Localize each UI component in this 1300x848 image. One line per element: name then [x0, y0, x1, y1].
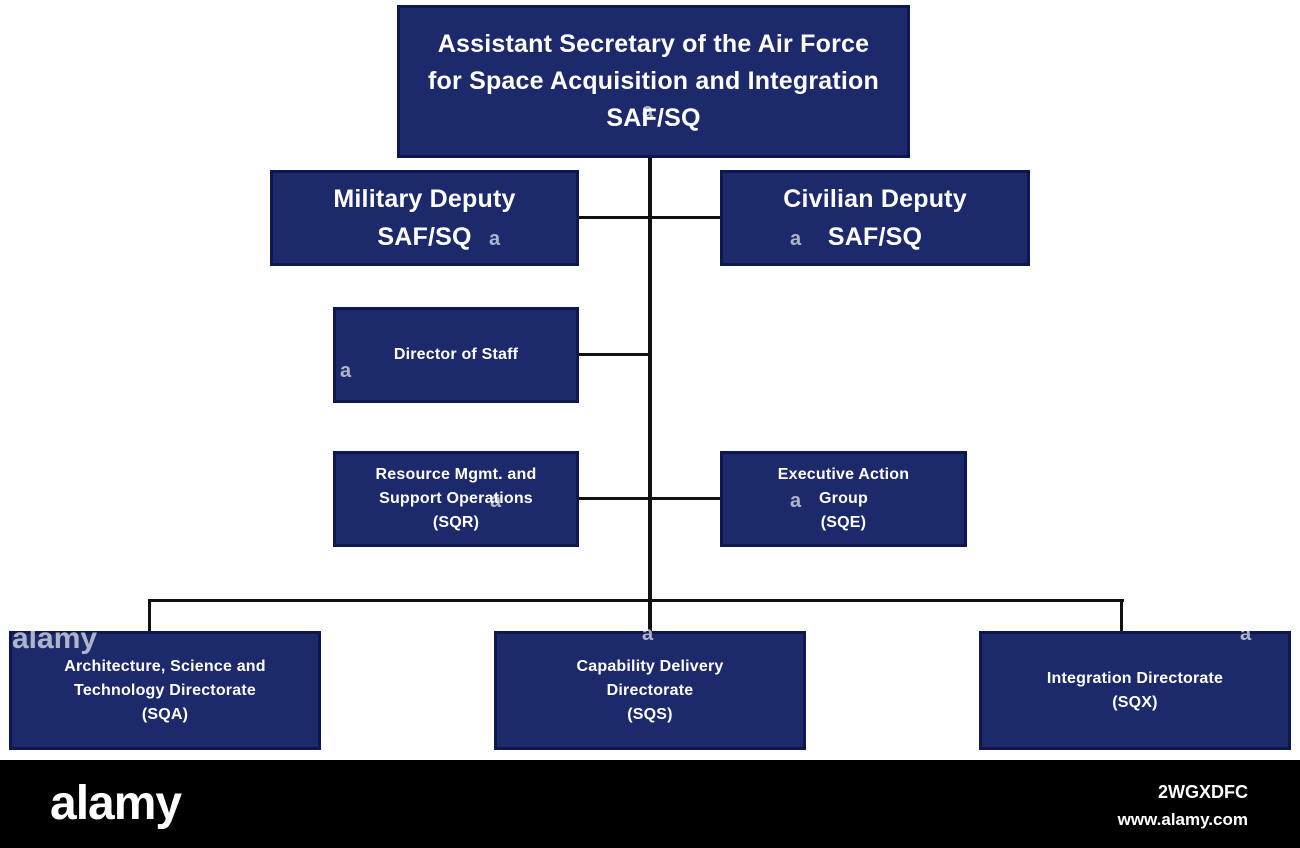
watermark-glyph: a: [642, 100, 654, 122]
connector-main-vertical: [648, 155, 652, 635]
executive-action-line1: Executive Action: [777, 466, 910, 483]
box-architecture-directorate: Architecture, Science and Technology Dir…: [9, 631, 321, 750]
connector-directorates-horizontal: [148, 599, 1124, 602]
executive-action-code: (SQE): [820, 514, 867, 531]
resource-mgmt-code: (SQR): [432, 514, 480, 531]
watermark-glyph: a: [642, 623, 654, 645]
box-executive-action-group: Executive Action Group (SQE): [720, 451, 967, 547]
box-director-of-staff: Director of Staff: [333, 307, 579, 403]
box-integration-directorate: Integration Directorate (SQX): [979, 631, 1291, 750]
image-id: 2WGXDFC: [1158, 782, 1248, 802]
integration-code: (SQX): [1112, 693, 1158, 711]
footer-url: www.alamy.com: [1117, 810, 1248, 829]
org-chart: Assistant Secretary of the Air Force for…: [9, 5, 1291, 750]
military-deputy-title: Military Deputy: [333, 185, 516, 213]
box-assistant-secretary: Assistant Secretary of the Air Force for…: [397, 5, 910, 158]
civilian-deputy-title: Civilian Deputy: [783, 185, 967, 213]
stock-footer: alamy 2WGXDFC www.alamy.com: [0, 760, 1300, 848]
box-capability-delivery-directorate: Capability Delivery Directorate (SQS): [494, 631, 806, 750]
connector-integration-drop: [1120, 599, 1123, 633]
watermark-glyph: a: [489, 228, 501, 250]
connector-director-of-staff: [576, 353, 650, 356]
box-military-deputy: Military Deputy SAF/SQ: [270, 170, 579, 266]
integration-line1: Integration Directorate: [1046, 669, 1224, 687]
assistant-secretary-title-line1: Assistant Secretary of the Air Force: [437, 30, 870, 58]
capability-line1: Capability Delivery: [576, 657, 724, 675]
military-deputy-office-code: SAF/SQ: [377, 223, 472, 251]
box-resource-mgmt: Resource Mgmt. and Support Operations (S…: [333, 451, 579, 547]
architecture-code: (SQA): [141, 705, 189, 723]
alamy-logo: alamy: [50, 777, 182, 830]
watermark-glyph: a: [1240, 623, 1252, 645]
executive-action-line2: Group: [819, 490, 868, 507]
watermark-glyph: a: [340, 360, 352, 382]
architecture-line2: Technology Directorate: [74, 681, 256, 699]
connector-support-row: [576, 497, 723, 500]
connector-deputies: [576, 216, 723, 219]
civilian-deputy-office-code: SAF/SQ: [827, 223, 923, 251]
capability-code: (SQS): [627, 705, 673, 723]
director-of-staff-title: Director of Staff: [393, 346, 519, 363]
box-civilian-deputy: Civilian Deputy SAF/SQ: [720, 170, 1030, 266]
watermark-glyph: a: [790, 490, 802, 512]
watermark-partial-logo: alamy: [12, 622, 98, 655]
watermark-glyph: a: [490, 490, 502, 512]
connector-architecture-drop: [148, 599, 151, 633]
resource-mgmt-line2: Support Operations: [379, 490, 533, 507]
watermark-glyph: a: [790, 228, 802, 250]
capability-line2: Directorate: [606, 681, 694, 699]
resource-mgmt-line1: Resource Mgmt. and: [375, 466, 537, 483]
assistant-secretary-office-code: SAF/SQ: [606, 104, 701, 132]
assistant-secretary-title-line2: for Space Acquisition and Integration: [428, 67, 879, 95]
architecture-line1: Architecture, Science and: [64, 657, 266, 675]
